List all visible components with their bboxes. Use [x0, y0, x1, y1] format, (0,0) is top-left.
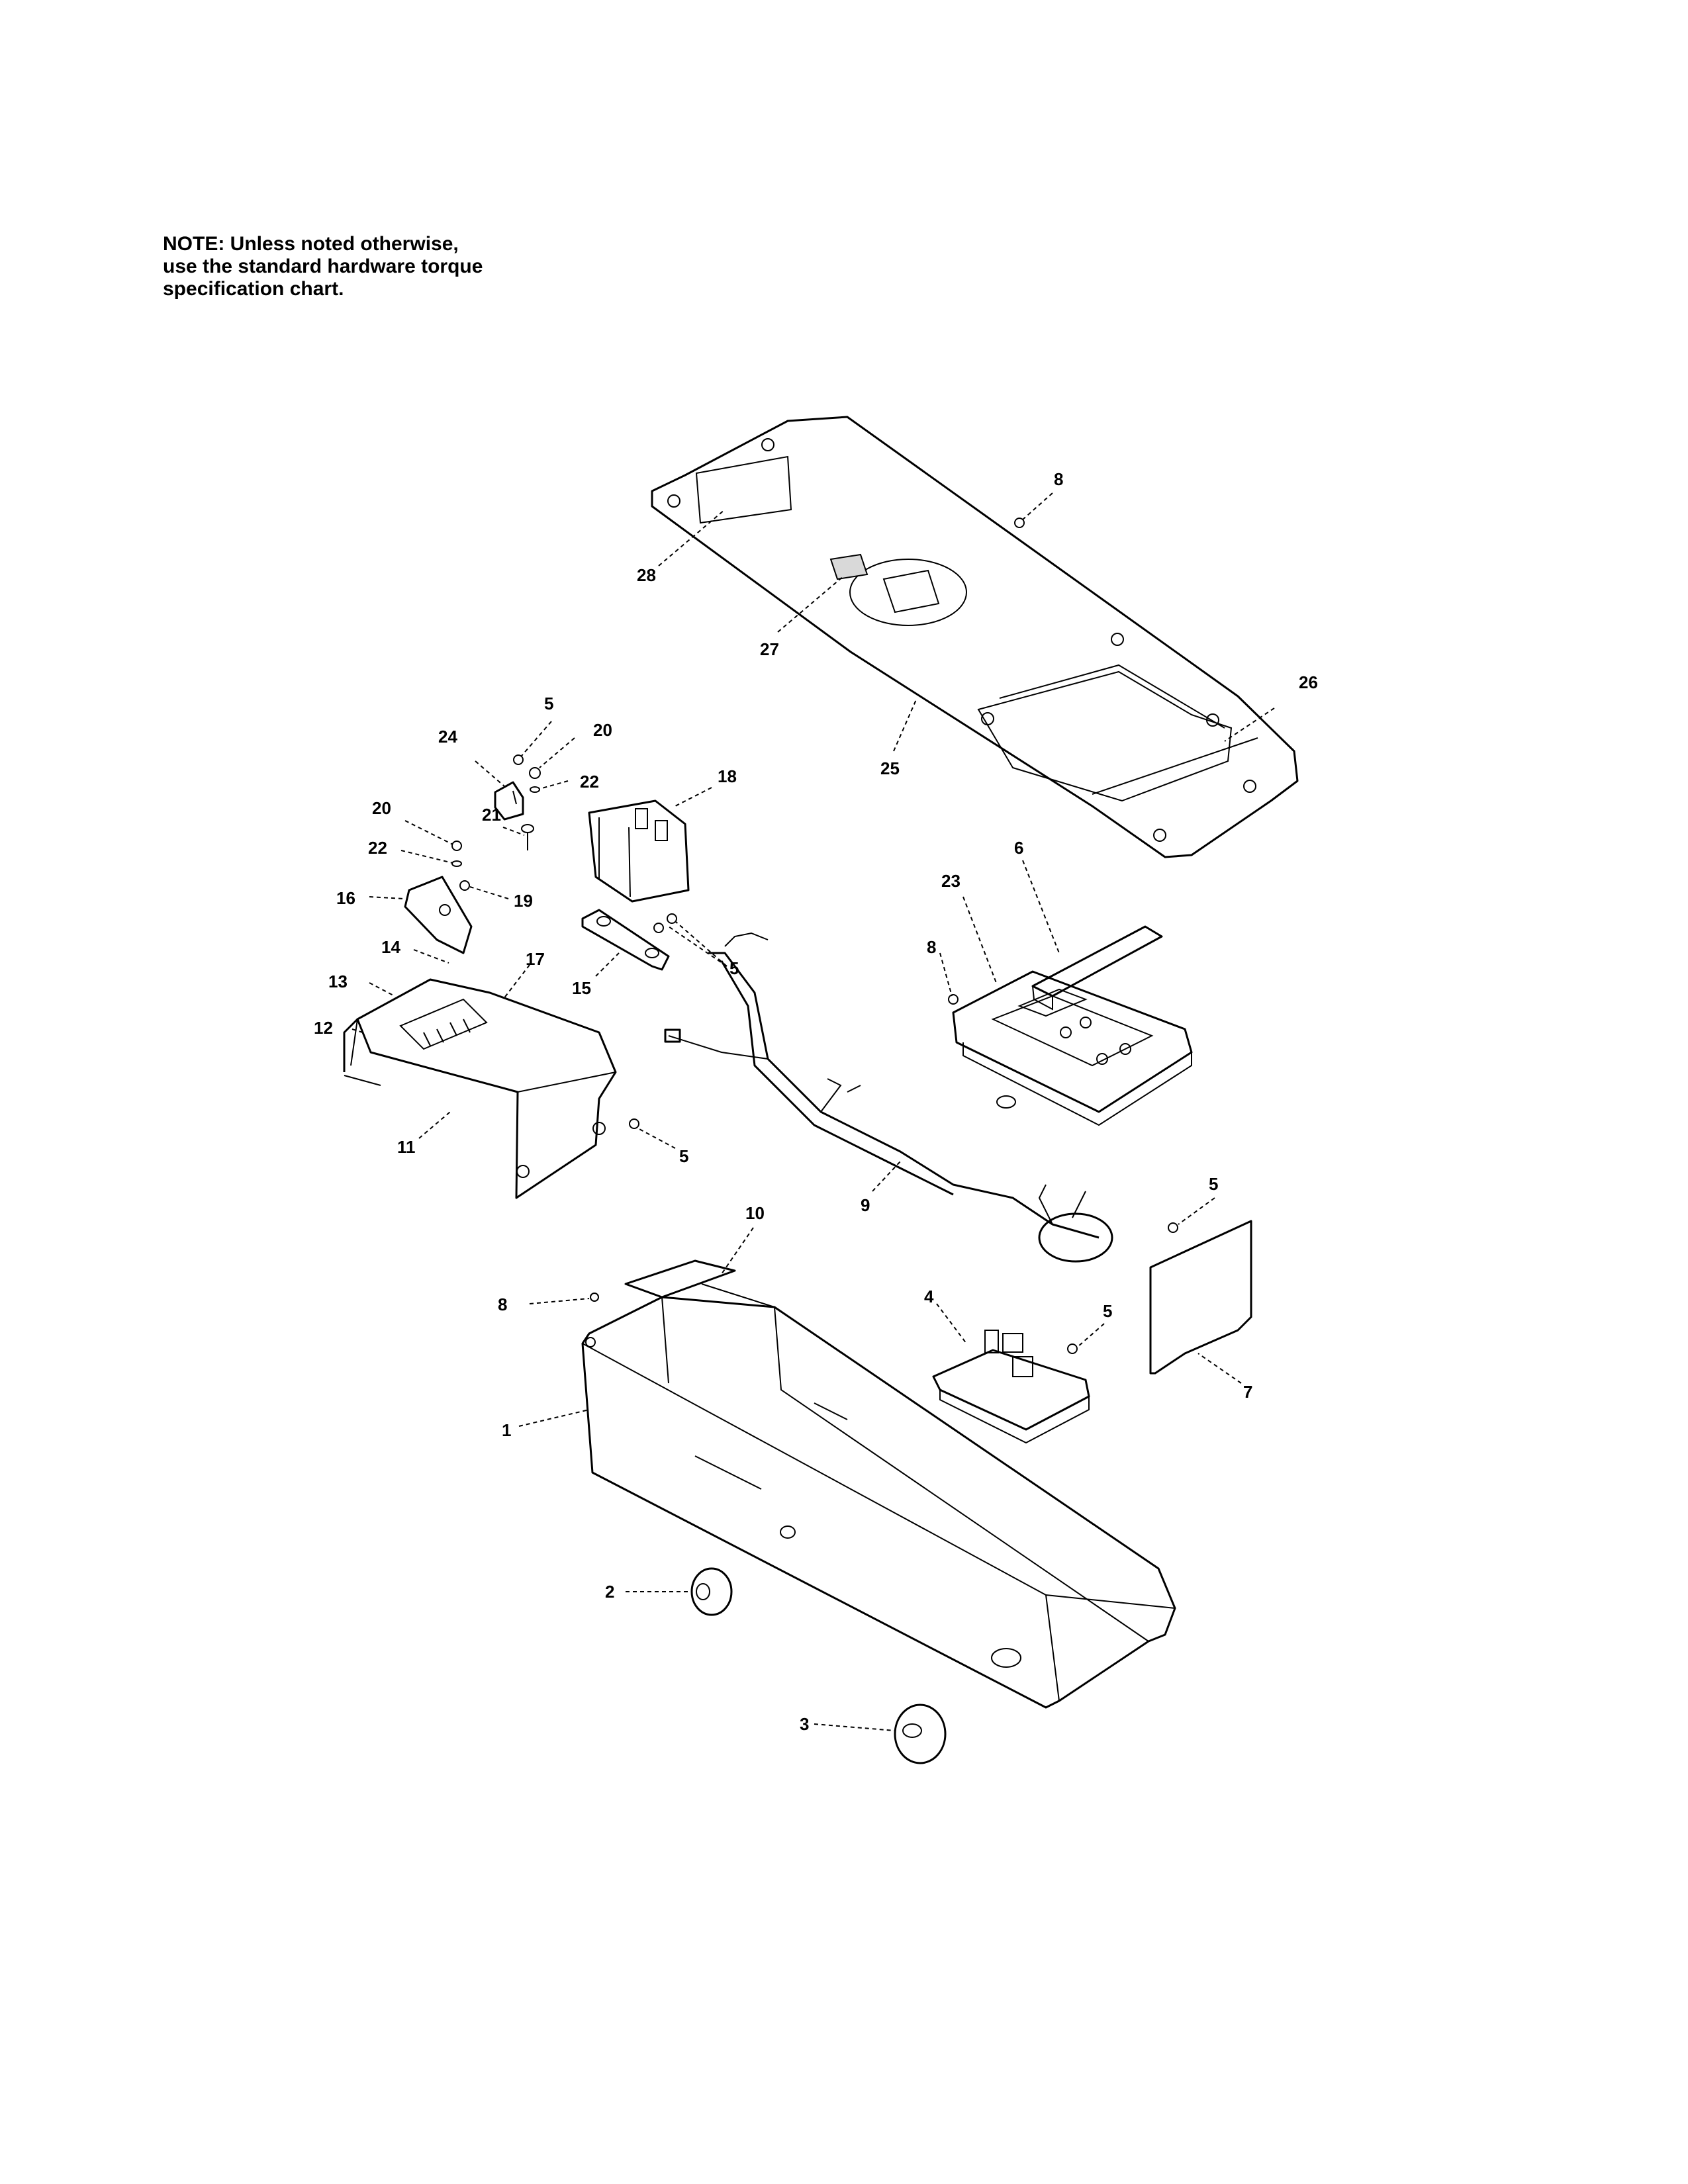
callout-16: 16 [336, 888, 355, 908]
callout-25: 25 [880, 758, 900, 778]
hardware-fasteners [451, 518, 1178, 1354]
callout-10: 10 [745, 1203, 765, 1223]
callout-18: 18 [718, 766, 737, 786]
callout-1: 1 [502, 1420, 511, 1440]
callout-8: 8 [927, 937, 936, 957]
note-line-3: specification chart. [163, 278, 344, 300]
control-board [952, 970, 1193, 1126]
callout-21: 21 [482, 805, 501, 825]
callout-8: 8 [498, 1295, 507, 1314]
callout-7: 7 [1243, 1382, 1252, 1402]
callout-numbers: 8 28 27 25 26 5 20 24 22 18 20 21 22 16 … [314, 469, 1318, 1734]
screw-21 [521, 824, 534, 850]
callout-14: 14 [381, 937, 400, 957]
callout-5: 5 [1103, 1301, 1112, 1321]
callout-5: 5 [1209, 1174, 1218, 1194]
top-panel-cover [651, 416, 1299, 858]
callout-23: 23 [941, 871, 961, 891]
callout-6: 6 [1014, 838, 1023, 858]
pc-board [932, 1330, 1090, 1444]
callout-20: 20 [372, 798, 391, 818]
callout-5: 5 [729, 958, 739, 978]
callout-28: 28 [637, 565, 656, 585]
foot-3 [894, 1704, 947, 1764]
callout-4: 4 [924, 1287, 934, 1306]
hardware-torque-note: NOTE: Unless noted otherwise, use the st… [163, 233, 483, 300]
leader-lines [352, 492, 1275, 1731]
callout-3: 3 [800, 1714, 809, 1734]
overlay-strip [1031, 925, 1163, 1011]
callout-22: 22 [368, 838, 387, 858]
callout-12: 12 [314, 1018, 333, 1038]
wire-harness [664, 932, 1113, 1263]
terminal-block [581, 909, 670, 971]
mounting-bracket [494, 781, 524, 821]
callout-9: 9 [861, 1195, 870, 1215]
callout-2: 2 [605, 1582, 614, 1602]
callout-13: 13 [328, 972, 348, 991]
insulation-pad [624, 1259, 736, 1298]
callout-5: 5 [544, 694, 553, 713]
callout-17: 17 [526, 949, 545, 969]
callout-24: 24 [438, 727, 457, 747]
callout-19: 19 [514, 891, 533, 911]
note-line-1: NOTE: Unless noted otherwise, [163, 233, 459, 255]
note-line-2: use the standard hardware torque [163, 255, 483, 277]
callout-26: 26 [1299, 672, 1318, 692]
callout-20: 20 [593, 720, 612, 740]
contactor-relay [588, 799, 690, 903]
callout-11: 11 [397, 1137, 416, 1157]
cover-plate [1149, 1220, 1252, 1375]
callout-27: 27 [760, 639, 779, 659]
bracket-assembly [344, 978, 617, 1199]
callout-5: 5 [679, 1146, 688, 1166]
callout-22: 22 [580, 772, 599, 792]
main-housing [581, 1283, 1176, 1709]
bracket-arm-12 [343, 1018, 359, 1072]
foot-2 [690, 1567, 733, 1616]
switch-module [404, 876, 473, 954]
callout-15: 15 [572, 978, 591, 998]
callout-8: 8 [1054, 469, 1063, 489]
